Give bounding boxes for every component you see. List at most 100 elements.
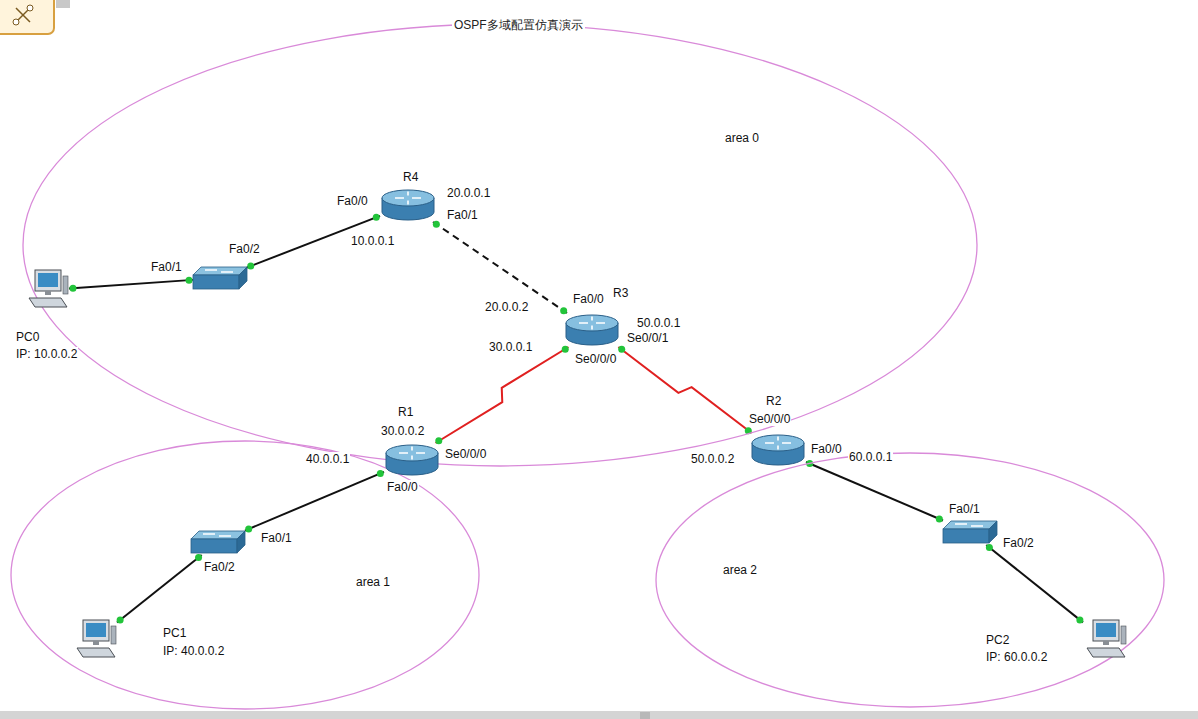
ospf-area: area 2R2Se0/0/050.0.0.2Fa0/060.0.0.1Fa0/… <box>655 452 1165 708</box>
link-light <box>560 307 567 314</box>
interface-label: Fa0/1 <box>446 208 479 222</box>
diagram-title: OSPF多域配置仿真演示 <box>452 18 585 32</box>
interface-label: Fa0/2 <box>228 242 261 256</box>
link-light <box>377 470 384 477</box>
switch-arrows <box>205 270 233 272</box>
toolbar-tab <box>56 0 70 8</box>
pc-screen <box>1096 623 1116 637</box>
interface-label: 20.0.0.1 <box>446 186 491 200</box>
device-name: R2 <box>765 394 782 408</box>
pc-shape <box>73 618 117 662</box>
interface-label: IP: 60.0.0.2 <box>985 650 1048 664</box>
interface-label: Fa0/0 <box>386 480 419 494</box>
interface-label: 50.0.0.1 <box>636 316 681 330</box>
serial-link <box>436 347 569 443</box>
area-outline <box>11 441 479 709</box>
router: R4Fa0/020.0.0.1Fa0/110.0.0.1 <box>380 188 436 222</box>
pc-monitor <box>1093 620 1119 641</box>
interface-label: Fa0/2 <box>1002 536 1035 550</box>
pc-stand <box>1103 641 1109 645</box>
switch-top <box>193 267 247 275</box>
switch: Fa0/1Fa0/2 <box>193 265 247 291</box>
router-top <box>752 435 804 451</box>
link-light <box>195 554 202 561</box>
pc-screen <box>86 623 106 637</box>
switch-side <box>239 267 247 289</box>
interface-label: 30.0.0.1 <box>488 340 533 354</box>
router-top <box>386 445 438 461</box>
link-light <box>247 263 254 270</box>
device-name: PC1 <box>162 626 187 640</box>
link-light <box>936 515 943 522</box>
device-name: PC2 <box>985 633 1010 647</box>
interface-label: Se0/0/0 <box>444 447 487 461</box>
switch-side <box>989 521 997 543</box>
interface-label: Fa0/2 <box>203 560 236 574</box>
interface-label: 60.0.0.1 <box>848 450 893 464</box>
router-arrows <box>765 437 791 450</box>
switch-shape <box>193 265 247 291</box>
router-arrows <box>395 192 421 205</box>
crossover-link <box>433 222 567 313</box>
switch-side <box>237 531 245 553</box>
interface-label: Fa0/0 <box>572 292 605 306</box>
pc-monitor <box>83 620 109 641</box>
link-light <box>618 346 625 353</box>
router-shape <box>380 188 436 222</box>
pc-shape <box>25 268 69 312</box>
pc-keyboard <box>1087 648 1125 657</box>
pc-monitor <box>35 270 61 291</box>
link-light <box>433 221 440 228</box>
pc-keyboard <box>77 648 115 657</box>
router-top <box>566 315 618 331</box>
pc: PC2IP: 60.0.0.2 <box>1083 618 1127 662</box>
interface-label: 30.0.0.2 <box>380 424 425 438</box>
interface-label: IP: 40.0.0.2 <box>162 644 225 658</box>
interface-label: 20.0.0.2 <box>484 300 529 314</box>
link-light <box>373 214 380 221</box>
ethernet-link <box>986 545 1083 622</box>
area-label: area 2 <box>722 563 758 577</box>
pc-tower <box>63 276 68 294</box>
ethernet-link <box>117 555 202 622</box>
link-light <box>117 616 124 623</box>
switch-top <box>191 531 245 539</box>
ethernet-link <box>806 462 943 521</box>
area-shape <box>22 23 978 467</box>
router-shape <box>384 443 440 477</box>
pc-tower <box>111 626 116 644</box>
area-outline <box>23 24 977 466</box>
switch-shape <box>943 519 997 545</box>
pc-shape <box>1083 618 1127 662</box>
pc-screen <box>38 273 58 287</box>
pc-keyboard <box>29 298 67 307</box>
switch: Fa0/1Fa0/2 <box>191 529 245 555</box>
pc-stand <box>45 291 51 295</box>
ethernet-link <box>69 280 193 289</box>
interface-label: 40.0.0.1 <box>305 452 350 466</box>
device-name: R4 <box>402 170 419 184</box>
interface-label: Fa0/1 <box>260 531 293 545</box>
router-shape <box>750 433 806 467</box>
interface-label: IP: 10.0.0.2 <box>15 347 78 361</box>
link-light <box>435 437 442 444</box>
device-name: R1 <box>397 405 414 419</box>
switch-shape <box>191 529 245 555</box>
toolbar-icon-dot <box>13 19 19 25</box>
router-shape <box>564 313 620 347</box>
link-light <box>986 544 993 551</box>
device-name: R3 <box>612 286 629 300</box>
interface-label: Fa0/1 <box>948 502 981 516</box>
scroll-thumb <box>640 712 650 719</box>
link-light <box>1076 616 1083 623</box>
interface-label: 50.0.0.2 <box>690 452 735 466</box>
switch-arrows <box>203 534 231 536</box>
router-top <box>382 190 434 206</box>
interface-label: Fa0/0 <box>336 194 369 208</box>
area-outline <box>656 453 1164 707</box>
switch: Fa0/1Fa0/2 <box>943 519 997 545</box>
toolbar-icon-dot <box>27 5 33 11</box>
router-arrows <box>579 317 605 330</box>
switch-front <box>191 539 237 553</box>
